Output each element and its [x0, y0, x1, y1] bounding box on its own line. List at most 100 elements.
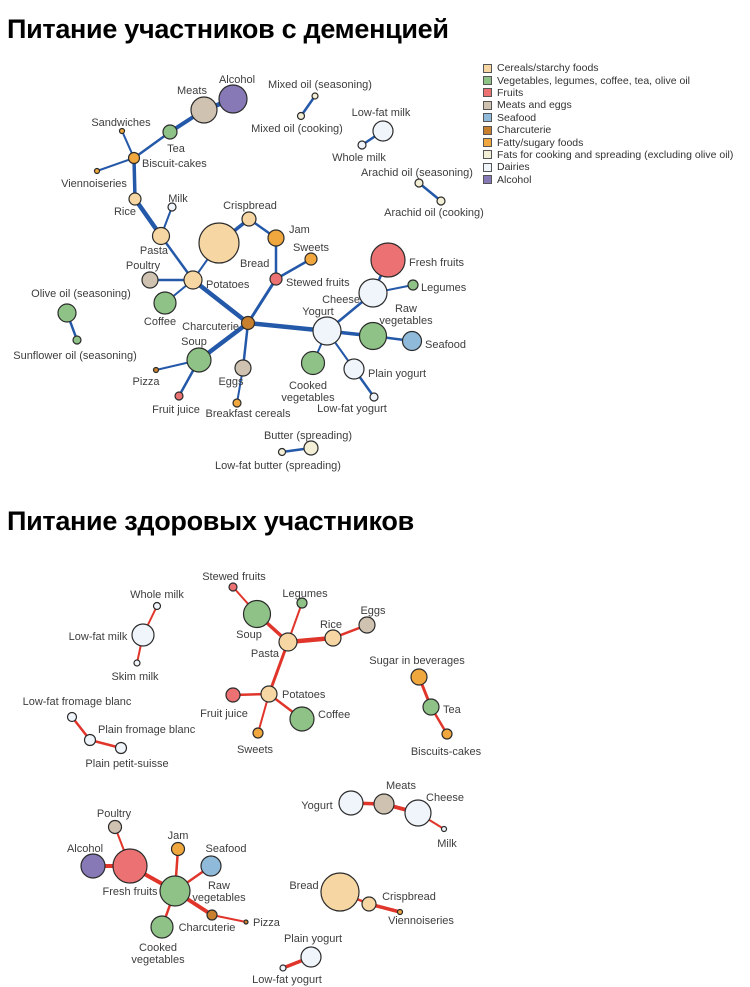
node-coffee1	[153, 291, 177, 315]
node-label-lffromage2: Low-fat fromage blanc	[23, 696, 132, 708]
node-label-jam1: Jam	[289, 224, 310, 236]
legend-item-label: Alcohol	[497, 173, 532, 186]
legend-swatch-alcohol	[483, 175, 492, 185]
node-label-lowfatmilk1: Low-fat milk	[352, 107, 411, 119]
node-pasta2	[278, 632, 298, 652]
legend-item-label: Fatty/sugary foods	[497, 136, 584, 149]
node-label-wholemilk2: Whole milk	[130, 589, 184, 601]
node-alcohol1	[218, 84, 248, 114]
legend-swatch-fats	[483, 150, 492, 160]
legend-item-label: Fats for cooking and spreading (excludin…	[497, 148, 734, 161]
node-label-petitsuisse2: Plain petit-suisse	[85, 758, 168, 770]
node-label-arachidseason1: Arachid oil (seasoning)	[361, 167, 473, 179]
legend-swatch-cereal	[483, 63, 492, 73]
node-label-legumes1: Legumes	[421, 282, 467, 294]
section-title-dementia: Питание участников с деменцией	[7, 14, 449, 44]
node-yogurt2	[338, 790, 364, 816]
legend-swatch-charcuterie	[483, 125, 492, 135]
node-label-yogurt2: Yogurt	[301, 800, 332, 812]
node-skimmilk2	[133, 659, 141, 667]
node-pizza1	[152, 366, 160, 374]
node-label-lowfatyogurt2: Low-fat yogurt	[252, 974, 322, 986]
node-label-poultry1: Poultry	[126, 260, 161, 272]
node-label-tea1: Tea	[167, 143, 186, 155]
node-pasta1	[151, 226, 171, 246]
node-label-stewedfruits1: Stewed fruits	[286, 277, 350, 289]
node-tea1	[162, 124, 178, 140]
node-stewedfruits1	[269, 272, 283, 286]
node-label-crispbread2: Crispbread	[382, 891, 436, 903]
node-crispbread2	[361, 896, 377, 912]
node-lowfatmilk2	[131, 623, 155, 647]
legend-item-1: Vegetables, legumes, coffee, tea, olive …	[483, 74, 733, 87]
node-label-seafood1: Seafood	[425, 339, 466, 351]
node-label-seafood2: Seafood	[206, 843, 247, 855]
legend-item-label: Seafood	[497, 111, 537, 124]
node-mixedoilseason1	[311, 92, 319, 100]
node-lowfatbutter1	[277, 447, 287, 457]
node-label-alcohol1: Alcohol	[219, 74, 255, 86]
node-soup1	[186, 347, 212, 373]
node-label-pasta2: Pasta	[251, 648, 280, 660]
node-fruitjuice2	[225, 687, 241, 703]
node-charcuterie1	[240, 315, 256, 331]
node-label-mixedoilseason1: Mixed oil (seasoning)	[268, 79, 372, 91]
legend-item-label: Vegetables, legumes, coffee, tea, olive …	[497, 74, 691, 87]
node-label-oliveoil1: Olive oil (seasoning)	[31, 288, 131, 300]
node-oliveoil1	[57, 303, 77, 323]
node-label-yogurt1: Yogurt	[302, 306, 333, 318]
node-crispbread1	[241, 211, 257, 227]
node-pizza2	[243, 919, 249, 925]
node-label-plainfromage2: Plain fromage blanc	[98, 724, 196, 736]
node-label-viennoiseries2: Viennoiseries	[388, 915, 454, 927]
node-label-coffee2: Coffee	[318, 709, 350, 721]
node-label-milk1: Milk	[168, 193, 188, 205]
node-butter1	[303, 440, 319, 456]
node-rawveg1	[358, 321, 388, 351]
node-label-pizza2: Pizza	[253, 917, 281, 929]
node-arachidcook1	[436, 196, 446, 206]
legend-item-9: Alcohol	[483, 174, 733, 186]
node-rawveg2	[159, 875, 191, 907]
node-eggs1	[234, 359, 252, 377]
node-alcohol2	[80, 853, 106, 879]
node-label-tea2: Tea	[443, 704, 462, 716]
node-plainyogurt1	[343, 358, 365, 380]
node-label-bread1: Bread	[240, 258, 269, 270]
node-label-viennoiseries1: Viennoiseries	[61, 178, 127, 190]
node-label-milk2: Milk	[437, 838, 457, 850]
legend-item-label: Charcuterie	[497, 124, 552, 137]
edge-arachidseason1-arachidcook1	[417, 181, 443, 203]
node-label-lowfatbutter1: Low-fat butter (spreading)	[215, 460, 341, 472]
node-label-breakfastcereals1: Breakfast cereals	[206, 408, 291, 420]
node-label-fruitjuice1: Fruit juice	[152, 404, 200, 416]
node-cookedveg2	[150, 915, 174, 939]
node-plainfromage2	[83, 733, 97, 747]
node-meats1	[190, 96, 218, 124]
node-sandwiches1	[118, 127, 126, 135]
legend-item-8: Dairies	[483, 161, 733, 173]
node-label-soup1: Soup	[181, 336, 207, 348]
legend-item-0: Cereals/starchy foods	[483, 62, 733, 74]
node-rice2	[324, 629, 342, 647]
node-label-biscuitcakes1: Biscuit-cakes	[142, 158, 207, 170]
node-label-sandwiches1: Sandwiches	[91, 117, 151, 129]
legend-item-7: Fats for cooking and spreading (excludin…	[483, 149, 733, 161]
node-petitsuisse2	[114, 741, 128, 755]
node-milk2	[440, 825, 448, 833]
section-title-healthy: Питание здоровых участников	[7, 506, 414, 536]
node-mixedoilcook1	[296, 111, 306, 121]
node-label-cheese2: Cheese	[426, 792, 464, 804]
legend-swatch-seafood	[483, 113, 492, 123]
node-poultry1	[141, 271, 159, 289]
node-label-stewedfruits2: Stewed fruits	[202, 571, 266, 583]
node-label-sugarbev2: Sugar in beverages	[369, 655, 465, 667]
legend-item-label: Cereals/starchy foods	[497, 62, 599, 75]
legend-swatch-veg	[483, 76, 492, 86]
node-seafood2	[200, 855, 222, 877]
node-freshfruits1	[370, 242, 406, 278]
